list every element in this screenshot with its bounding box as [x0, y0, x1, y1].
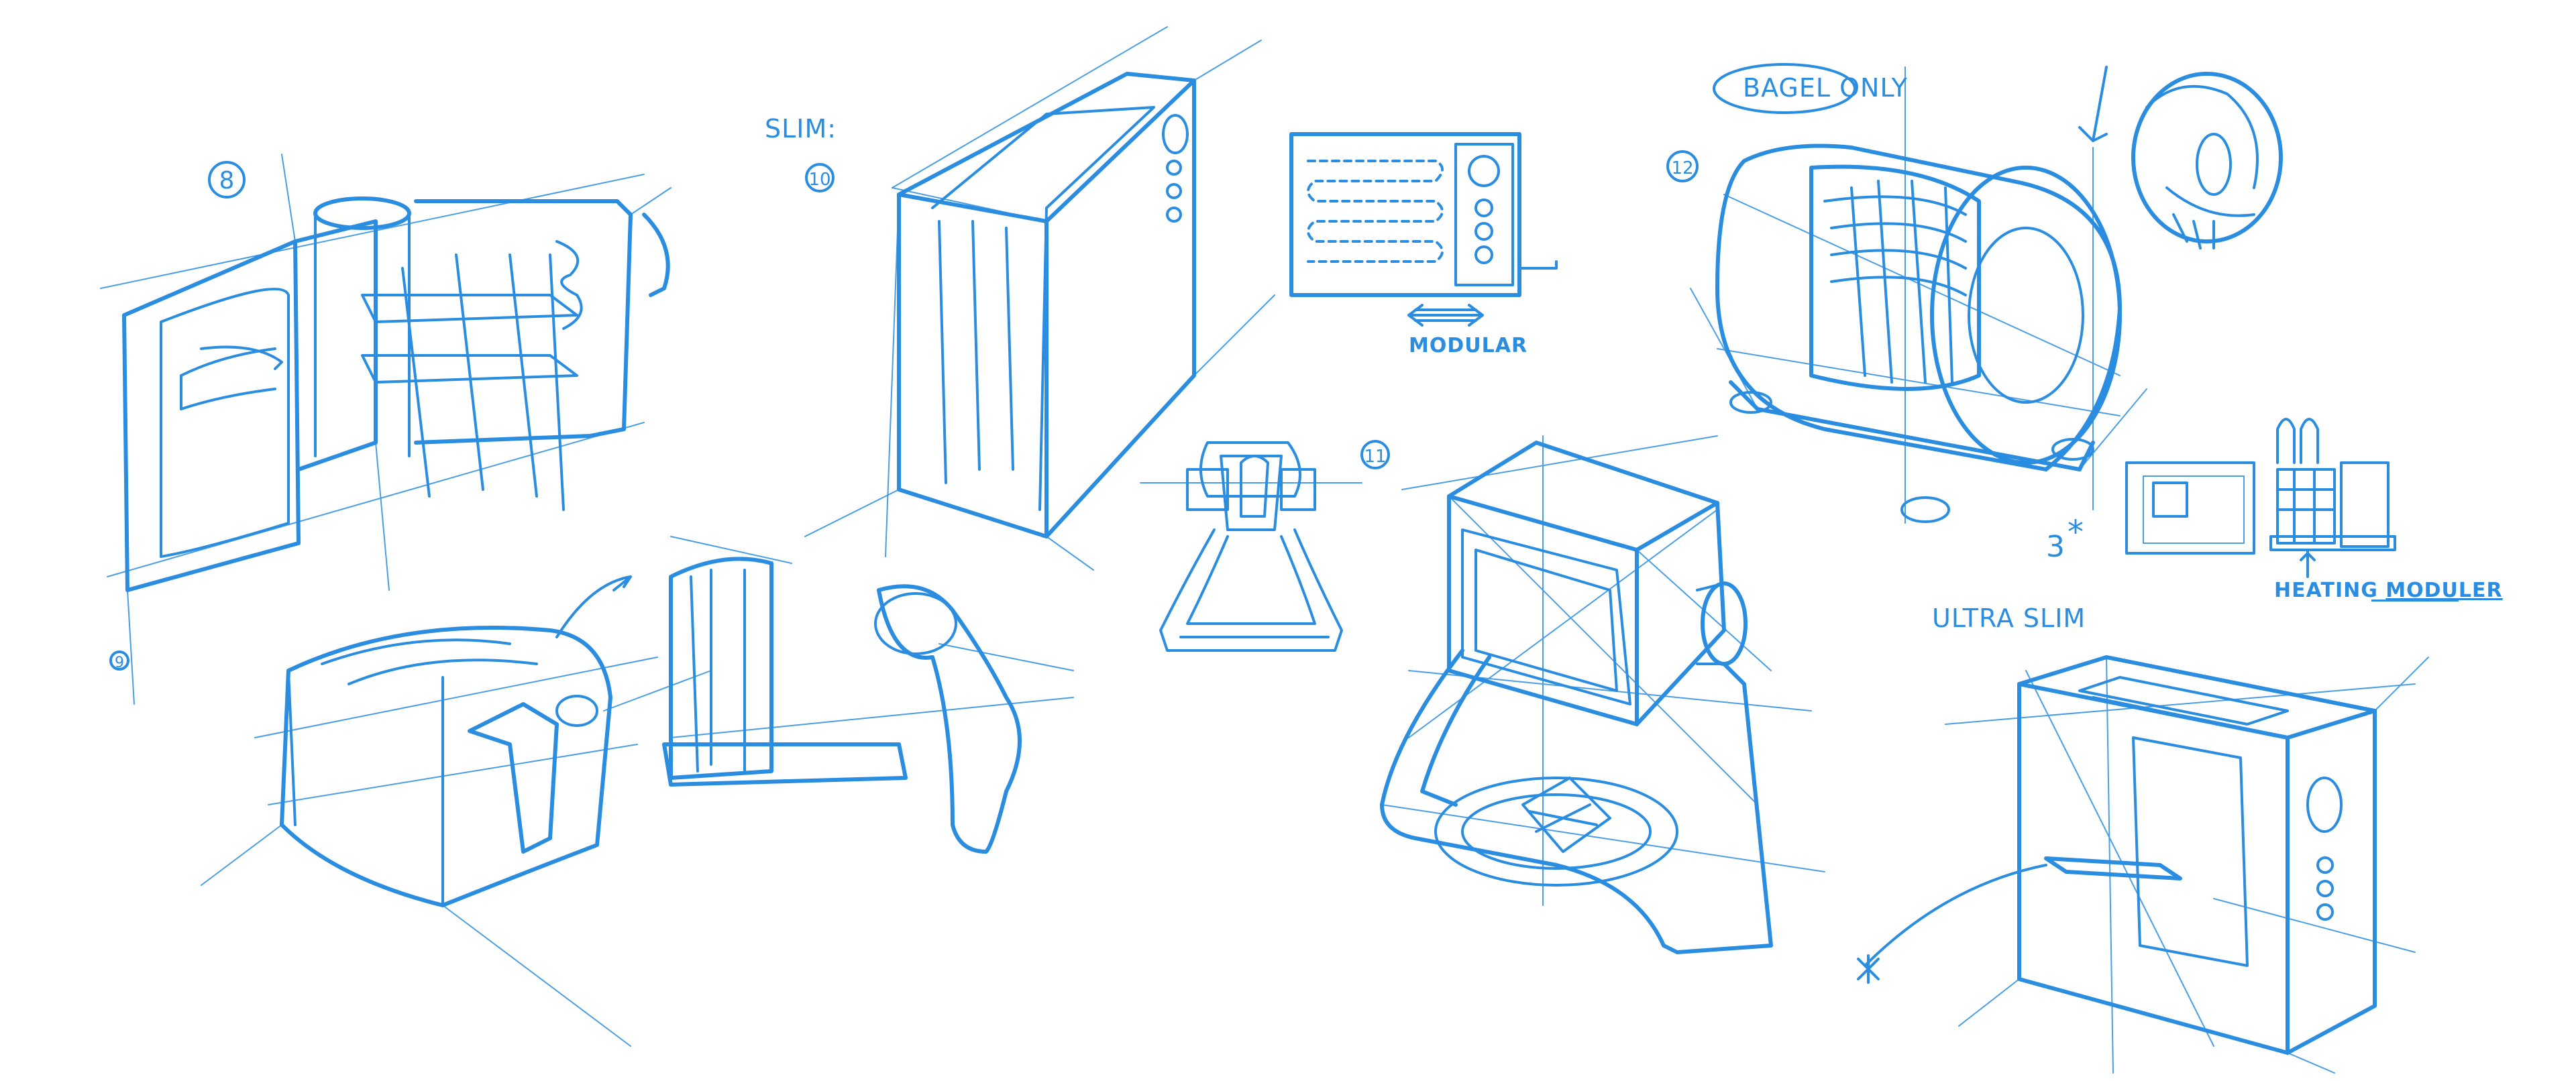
modular-diagram-sketch	[1289, 132, 1558, 327]
concept-9-sketch	[109, 536, 1074, 1047]
modular-label: MODULAR	[1409, 334, 1527, 357]
bagel-only-label: BAGEL ONLY	[1743, 73, 1908, 103]
concept-10-sketch	[804, 26, 1275, 571]
concept-8-number: 8	[219, 167, 235, 194]
sketch-labels: SLIM: ULTRA SLIM BAGEL ONLY MODULAR HEAT…	[115, 73, 2503, 671]
concept-11-number: 11	[1364, 447, 1386, 467]
concept-10-number: 10	[808, 170, 830, 190]
concept-13-asterisk: *	[2068, 514, 2084, 551]
moduler-underline	[2371, 600, 2459, 602]
heating-moduler-label: HEATING MODULER	[2274, 579, 2503, 602]
slim-label: SLIM:	[765, 114, 837, 144]
concept-12-sketch	[1666, 63, 2283, 524]
concept-12-number: 12	[1671, 158, 1693, 178]
concept-11b-sketch	[1380, 435, 1825, 954]
concept-13-number: 3	[2046, 530, 2065, 564]
ultra-slim-label: ULTRA SLIM	[1932, 604, 2086, 633]
concept-9-circle	[109, 650, 129, 671]
ultra-slim-sketch	[1857, 655, 2429, 1074]
concept-8-circle	[208, 161, 246, 198]
bagel-only-bubble	[1713, 63, 1856, 114]
concept-9-number: 9	[115, 655, 124, 671]
concept-13-sketch	[2125, 418, 2396, 578]
heating-label-part: HEATING	[2274, 579, 2385, 602]
concept-10-circle	[805, 163, 835, 192]
concept-11-circle	[1360, 440, 1390, 469]
concept-12-circle	[1666, 150, 1699, 182]
concept-11-sketch	[1140, 440, 1390, 652]
concept-8-sketch	[100, 154, 672, 705]
moduler-label-part: MODULER	[2385, 579, 2502, 602]
